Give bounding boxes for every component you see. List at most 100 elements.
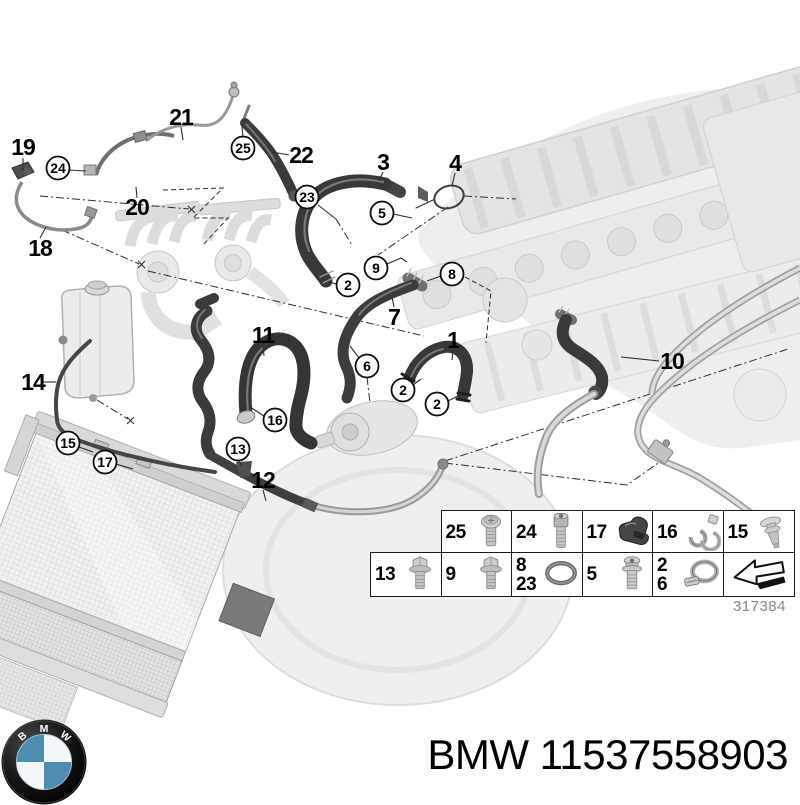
legend-cell-arrow bbox=[722, 551, 795, 597]
legend-cell-numbers: 13 bbox=[371, 564, 396, 585]
callout-number: 7 bbox=[388, 304, 400, 330]
socket-head-screw-icon bbox=[542, 513, 580, 551]
callout-number: 24 bbox=[50, 160, 66, 176]
callout-circle bbox=[294, 184, 320, 210]
legend-cell-25: 25 bbox=[440, 510, 513, 553]
callout-4: 4 bbox=[449, 150, 463, 176]
callout-number: 10 bbox=[660, 348, 684, 374]
legend-number: 16 bbox=[657, 521, 678, 543]
callout-9: 9 bbox=[363, 255, 389, 281]
callout-circle bbox=[439, 261, 465, 287]
callout-15: 15 bbox=[55, 430, 81, 456]
callout-number: 2 bbox=[433, 396, 441, 412]
clamp-bracket-icon bbox=[683, 513, 721, 551]
callout-12: 12 bbox=[251, 467, 276, 493]
callout-circle bbox=[369, 200, 395, 226]
callout-circle bbox=[262, 407, 288, 433]
callout-number: 8 bbox=[448, 266, 456, 282]
callout-20: 20 bbox=[125, 194, 150, 220]
legend-number: 6 bbox=[657, 573, 668, 595]
expansion-tank bbox=[58, 280, 135, 402]
callout-23: 23 bbox=[294, 184, 320, 210]
callout-circle bbox=[225, 436, 251, 462]
callout-2: 2 bbox=[335, 272, 361, 298]
callout-11: 11 bbox=[252, 322, 277, 348]
callout-number: 11 bbox=[252, 322, 276, 348]
legend-cell-numbers: 5 bbox=[583, 564, 598, 584]
callout-circle bbox=[390, 377, 416, 403]
callout-number: 15 bbox=[60, 435, 76, 451]
callout-5: 5 bbox=[369, 200, 395, 226]
callout-circle bbox=[230, 135, 256, 161]
legend-cell-5: 5 bbox=[581, 551, 654, 597]
legend-cell-24: 24 bbox=[511, 510, 583, 553]
callout-number: 12 bbox=[251, 467, 275, 493]
legend-cell-17: 17 bbox=[581, 510, 654, 553]
o-ring-icon bbox=[542, 555, 580, 593]
legend-cell-numbers: 16 bbox=[653, 521, 678, 543]
callout-number: 23 bbox=[299, 189, 315, 205]
legend-number: 13 bbox=[375, 564, 396, 585]
callout-13: 13 bbox=[225, 436, 251, 462]
flange-bolt-icon bbox=[401, 555, 439, 593]
legend-number: 23 bbox=[516, 573, 537, 595]
legend-cell-numbers: 15 bbox=[724, 521, 749, 543]
callout-number: 19 bbox=[11, 134, 35, 160]
callout-number: 6 bbox=[363, 358, 371, 374]
callout-18: 18 bbox=[28, 235, 54, 261]
expanding-rivet-icon bbox=[754, 513, 792, 551]
legend-number: 15 bbox=[727, 521, 749, 543]
legend-cell-numbers: 9 bbox=[442, 564, 457, 585]
callout-number: 25 bbox=[235, 140, 251, 156]
callout-number: 16 bbox=[267, 412, 283, 428]
callout-number: 2 bbox=[399, 382, 407, 398]
logo-letter-m: M bbox=[40, 723, 49, 735]
legend-number: 8 bbox=[516, 554, 527, 576]
callout-16: 16 bbox=[262, 407, 288, 433]
callout-number: 2 bbox=[344, 277, 352, 293]
callout-6: 6 bbox=[354, 353, 380, 379]
legend-number: 17 bbox=[586, 521, 608, 543]
leader-guides bbox=[39, 187, 789, 486]
legend-cell-numbers: 25 bbox=[442, 521, 467, 543]
callout-number: 22 bbox=[289, 142, 313, 168]
callout-number: 3 bbox=[377, 149, 389, 175]
legend-cell-9: 9 bbox=[440, 551, 513, 597]
callout-8: 8 bbox=[439, 261, 465, 287]
coolant-hoses bbox=[54, 104, 609, 516]
legend-row-1: 25 24 17 16 15 bbox=[440, 510, 795, 553]
callout-7: 7 bbox=[388, 304, 401, 330]
legend-cell-16: 16 bbox=[652, 510, 724, 553]
torx-screw-icon bbox=[613, 555, 651, 593]
callout-21: 21 bbox=[169, 104, 195, 130]
right-coolant-pipes bbox=[634, 264, 800, 551]
legend-number: 9 bbox=[445, 564, 457, 585]
callout-circle bbox=[335, 272, 361, 298]
part-number: 11537558903 bbox=[539, 731, 789, 778]
callout-number: 20 bbox=[125, 194, 149, 220]
legend-number: 25 bbox=[445, 521, 467, 543]
legend-number: 2 bbox=[657, 554, 668, 576]
callout-3: 3 bbox=[377, 149, 390, 175]
legend-cell-numbers: 17 bbox=[583, 521, 608, 543]
callout-17: 17 bbox=[92, 449, 118, 475]
bmw-roundel-logo: B M W bbox=[1, 719, 87, 805]
callout-number: 5 bbox=[378, 205, 386, 221]
callout-circle bbox=[424, 391, 450, 417]
callout-25: 25 bbox=[230, 135, 256, 161]
legend-cell-15: 15 bbox=[722, 510, 795, 553]
callout-circle bbox=[55, 430, 81, 456]
callout-1: 1 bbox=[447, 327, 461, 353]
legend-cell-numbers: 24 bbox=[512, 522, 537, 542]
callout-24: 24 bbox=[45, 155, 71, 181]
callout-number: 9 bbox=[372, 260, 380, 276]
callout-14: 14 bbox=[21, 369, 47, 395]
callout-10: 10 bbox=[660, 348, 685, 374]
callout-circle bbox=[354, 353, 380, 379]
